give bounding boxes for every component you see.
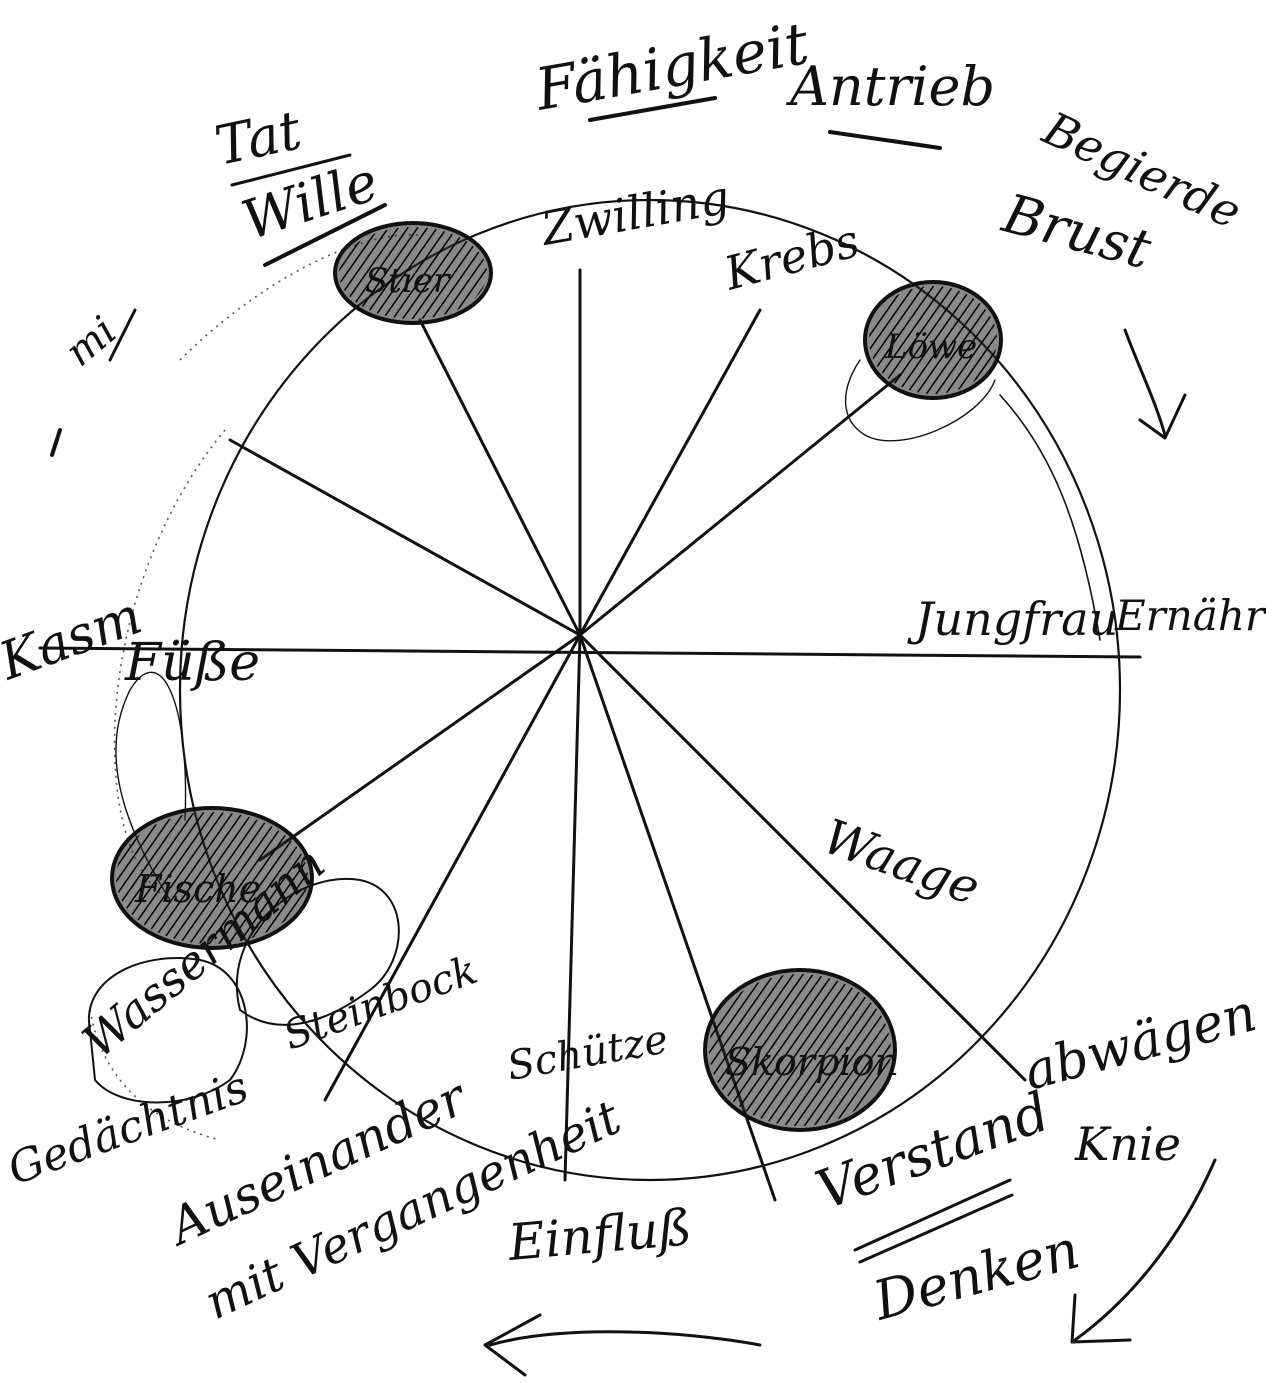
spoke-krebs [580,310,760,635]
blob-stier-label: Stier [365,261,451,301]
underline-antrieb [830,132,940,148]
label-knie: Knie [1074,1117,1181,1171]
label-tat: Tat [210,98,307,178]
spoke-stier [420,320,580,635]
blob-loewe: Löwe [865,282,1001,398]
blob-stier: Stier [335,223,491,323]
label-steinbock: Steinbock [278,947,484,1059]
label-gedaechtnis: Gedächtnis [1,1061,255,1195]
label-fuesse: Füße [124,633,260,693]
label-zwilling: Zwilling [536,170,734,256]
arrow-right-top [1125,330,1185,438]
spoke-loewe [580,375,900,635]
blob-loewe-label: Löwe [884,327,977,367]
label-ernaehrung: Ernährung [1114,591,1266,640]
label-schuetze: Schütze [504,1016,672,1089]
label-krebs: Krebs [718,213,865,301]
label-mi: mi [57,308,125,376]
blob-skorpion: Skorpion [705,970,899,1130]
arrow-bottom-right [1072,1160,1215,1342]
label-abwaegen: abwägen [1018,983,1263,1102]
label-einfluss: Einfluß [505,1198,694,1272]
spoke-widder [230,440,580,635]
label-waage: Waage [816,809,987,917]
label-denken: Denken [866,1217,1086,1332]
label-jungfrau: Jungfrau [907,592,1118,646]
label-antrieb: Antrieb [785,55,995,118]
label-brust: Brust [996,181,1158,281]
spoke-wassermann [260,635,580,860]
spoke-schuetze [565,635,580,1180]
arrow-bottom [485,1315,760,1375]
tick-mark-left [52,430,60,455]
blob-skorpion-label: Skorpion [725,1040,899,1084]
